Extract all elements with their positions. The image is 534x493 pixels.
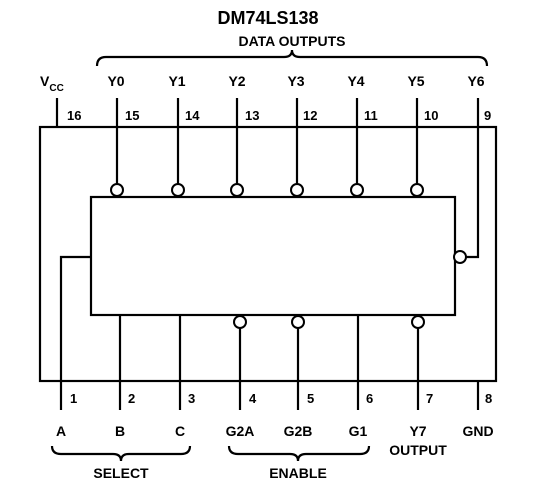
enable-label: ENABLE: [269, 465, 327, 481]
line-a: [59, 255, 91, 381]
output-lines: [115, 127, 480, 259]
bottom-bubbles: [233, 315, 425, 329]
data-outputs-label: DATA OUTPUTS: [238, 33, 345, 49]
select-brace: [50, 445, 192, 462]
pin-name-y3: Y3: [287, 73, 304, 89]
pin-num-7: 7: [426, 391, 433, 406]
pin-num-12: 12: [303, 108, 317, 123]
pin-num-14: 14: [185, 108, 200, 123]
vcc-label: VCC: [40, 73, 64, 94]
bubble-y1: [171, 183, 185, 197]
top-pin-stubs: [55, 98, 480, 127]
pin-num-4: 4: [249, 391, 257, 406]
bubble-g2b: [291, 315, 305, 329]
bubble-y6: [453, 250, 467, 264]
pin-name-y4: Y4: [347, 73, 364, 89]
pin-name-b: B: [115, 423, 125, 439]
pin-num-16: 16: [67, 108, 81, 123]
pin-num-13: 13: [245, 108, 259, 123]
bubble-y3: [290, 183, 304, 197]
select-label: SELECT: [93, 465, 149, 481]
bubble-y4: [350, 183, 364, 197]
pin-name-a: A: [56, 423, 66, 439]
bubble-y2: [230, 183, 244, 197]
pin-name-y1: Y1: [168, 73, 185, 89]
pin-num-10: 10: [424, 108, 438, 123]
pin-num-3: 3: [188, 391, 195, 406]
pin-name-g1: G1: [349, 423, 368, 439]
decoder-body: [89, 195, 457, 317]
bubble-g2a: [233, 315, 247, 329]
line-y6: [466, 127, 480, 259]
pin-name-gnd: GND: [462, 423, 493, 439]
pin-name-g2b: G2B: [284, 423, 313, 439]
output-label: OUTPUT: [389, 442, 447, 458]
bubble-y7: [411, 315, 425, 329]
pin-num-9: 9: [484, 108, 491, 123]
pin-num-8: 8: [485, 391, 492, 406]
package-outline: [38, 125, 498, 383]
pin-num-11: 11: [364, 108, 378, 123]
pin-name-y6: Y6: [467, 73, 484, 89]
bubble-y0: [110, 183, 124, 197]
pin-num-5: 5: [307, 391, 314, 406]
bubble-y5: [410, 183, 424, 197]
enable-brace: [227, 445, 371, 462]
pin-name-g2a: G2A: [226, 423, 255, 439]
pin-num-2: 2: [128, 391, 135, 406]
pin-num-1: 1: [70, 391, 77, 406]
pin-name-y7: Y7: [409, 423, 426, 439]
data-outputs-brace: [95, 49, 489, 67]
pin-num-6: 6: [366, 391, 373, 406]
pin-name-c: C: [175, 423, 185, 439]
bottom-lines: [118, 315, 420, 381]
output-bubbles: [110, 183, 467, 264]
pin-name-y2: Y2: [228, 73, 245, 89]
pin-num-15: 15: [125, 108, 139, 123]
chip-title: DM74LS138: [217, 8, 318, 28]
pin-name-y0: Y0: [107, 73, 124, 89]
pin-name-y5: Y5: [407, 73, 424, 89]
bottom-pin-stubs: [59, 381, 480, 410]
